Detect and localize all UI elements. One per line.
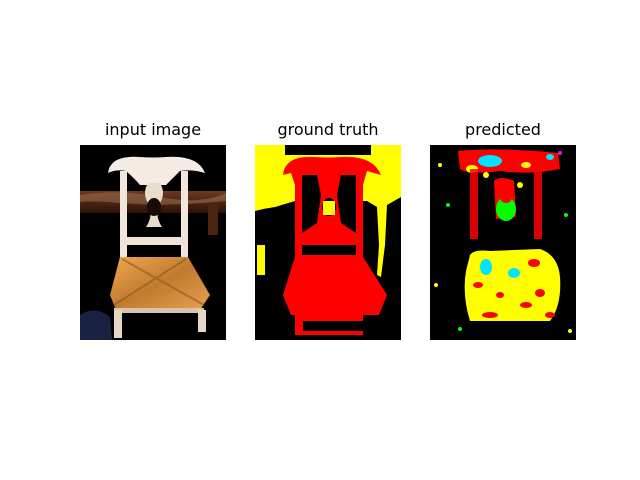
ground-truth-title: ground truth	[277, 120, 379, 139]
input-image	[80, 145, 226, 340]
predicted-mask	[430, 145, 576, 340]
predicted-title: predicted	[465, 120, 541, 139]
input-image-title: input image	[104, 120, 202, 139]
ground-truth-mask	[255, 145, 401, 340]
